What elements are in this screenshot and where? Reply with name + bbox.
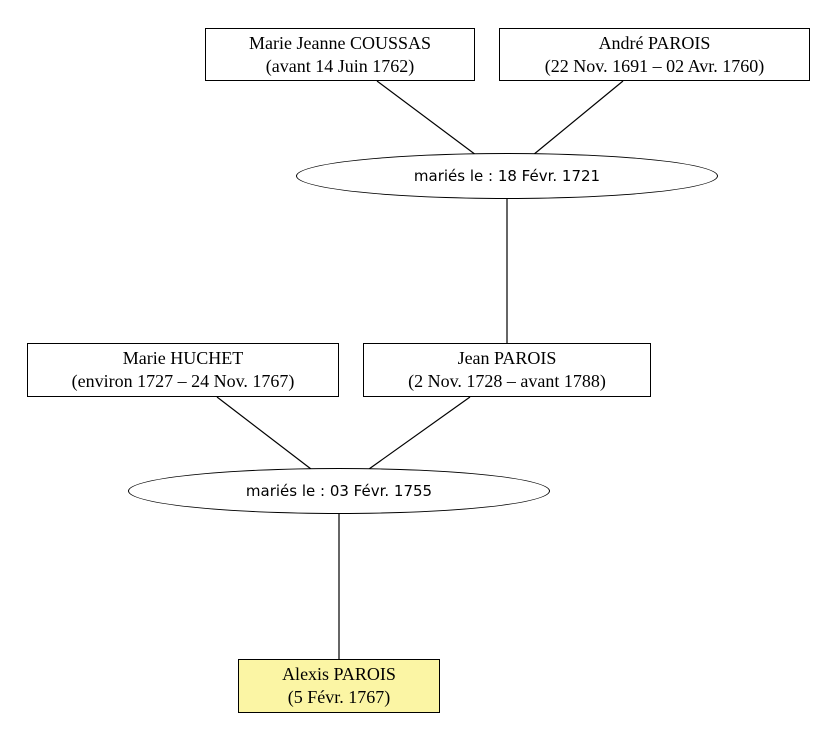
line-jean-to-union-1755 bbox=[368, 396, 471, 470]
union-ellipse-1755[interactable]: mariés le : 03 Févr. 1755 bbox=[128, 468, 550, 514]
union-label: mariés le : 18 Févr. 1721 bbox=[413, 167, 601, 185]
person-jean-parois[interactable]: Jean PAROIS (2 Nov. 1728 – avant 1788) bbox=[363, 343, 651, 397]
union-label: mariés le : 03 Févr. 1755 bbox=[245, 482, 433, 500]
person-name: Marie Jeanne COUSSAS bbox=[249, 32, 431, 53]
person-name: Marie HUCHET bbox=[122, 348, 244, 368]
line-andre-to-union-1721 bbox=[532, 80, 624, 156]
person-name: Alexis PAROIS bbox=[282, 664, 396, 684]
person-dates: (2 Nov. 1728 – avant 1788) bbox=[408, 371, 606, 391]
person-dates: (5 Févr. 1767) bbox=[287, 687, 391, 707]
person-dates: (avant 14 Juin 1762) bbox=[265, 55, 415, 76]
person-dates: (22 Nov. 1691 – 02 Avr. 1760) bbox=[544, 55, 765, 76]
union-ellipse-1721[interactable]: mariés le : 18 Févr. 1721 bbox=[296, 153, 718, 199]
person-name: André PAROIS bbox=[598, 32, 711, 53]
person-alexis-parois[interactable]: Alexis PAROIS (5 Févr. 1767) bbox=[238, 659, 440, 713]
line-huchet-to-union-1755 bbox=[216, 396, 312, 470]
line-coussas-to-union-1721 bbox=[376, 80, 477, 156]
person-andre-parois[interactable]: André PAROIS (22 Nov. 1691 – 02 Avr. 176… bbox=[499, 28, 810, 81]
person-dates: (environ 1727 – 24 Nov. 1767) bbox=[71, 371, 295, 391]
person-marie-jeanne-coussas[interactable]: Marie Jeanne COUSSAS (avant 14 Juin 1762… bbox=[205, 28, 475, 81]
person-marie-huchet[interactable]: Marie HUCHET (environ 1727 – 24 Nov. 176… bbox=[27, 343, 339, 397]
person-name: Jean PAROIS bbox=[457, 348, 557, 368]
